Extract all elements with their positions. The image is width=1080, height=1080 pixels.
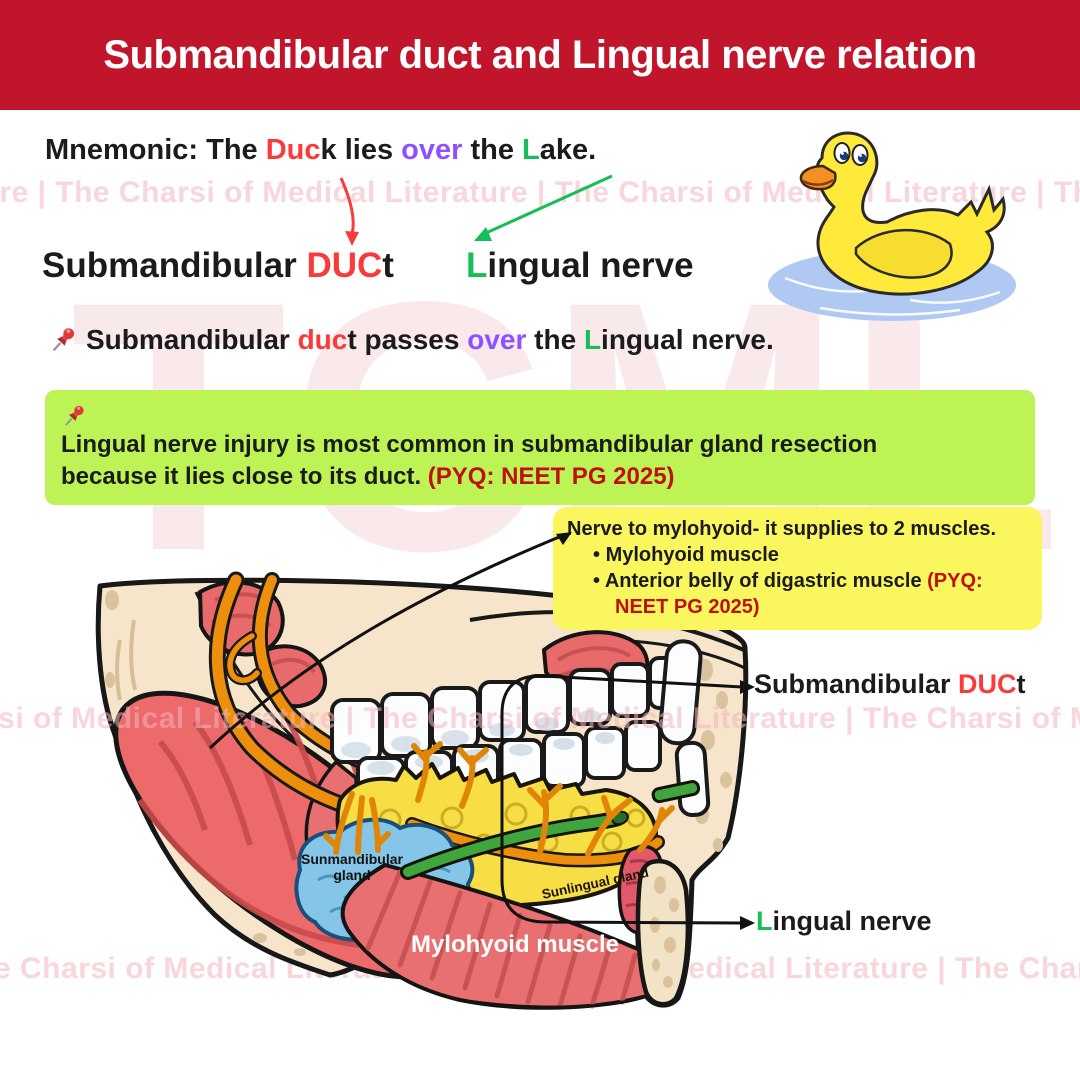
- page-title: Submandibular duct and Lingual nerve rel…: [103, 32, 977, 77]
- mnemonic-text: Mnemonic: The: [45, 134, 266, 166]
- mnemonic-duc: Duc: [265, 134, 321, 166]
- mandible-bone-section: [635, 858, 691, 1007]
- green-box-line2: because it lies close to its duct. (PYQ:…: [61, 463, 675, 491]
- mylohyoid-muscle-label: Mylohyoid muscle: [411, 931, 619, 958]
- mnemonic-l: L: [522, 134, 540, 166]
- pyq-tag: NEET PG 2025): [615, 596, 760, 618]
- pyq-tag: (PYQ: NEET PG 2025): [427, 463, 675, 491]
- yellow-box-bullet-2: Anterior belly of digastric muscle (PYQ:: [593, 568, 1028, 594]
- figure-submandibular-duct-label: Submandibular DUCt: [754, 669, 1026, 699]
- yellow-box-title: Nerve to mylohyoid- it supplies to 2 mus…: [567, 518, 996, 540]
- duck-illustration: [768, 131, 1016, 321]
- mnemonic-line: Mnemonic: The Duck lies over the Lake.: [45, 134, 597, 166]
- pushpin-icon: [65, 405, 84, 426]
- submandibular-duct-label: Submandibular DUCt: [42, 246, 394, 285]
- pushpin-icon: [52, 328, 75, 352]
- yellow-box-bullet-1: Mylohyoid muscle: [593, 542, 1028, 568]
- lingual-nerve-label: Lingual nerve: [466, 246, 694, 285]
- green-callout-box: Lingual nerve injury is most common in s…: [45, 390, 1035, 506]
- jaw-figure: Sunmandibular gland Sunlingual gland Myl…: [95, 571, 749, 1010]
- submandibular-gland-label: Sunmandibular: [301, 851, 403, 867]
- skin-wrinkles: [115, 619, 137, 701]
- header-banner: Submandibular duct and Lingual nerve rel…: [0, 0, 1080, 110]
- yellow-callout-box: Nerve to mylohyoid- it supplies to 2 mus…: [553, 507, 1042, 630]
- submandibular-gland-label: gland: [333, 867, 370, 883]
- duck-wing: [854, 228, 953, 279]
- green-box-line1: Lingual nerve injury is most common in s…: [61, 403, 1019, 461]
- figure-lingual-nerve-label: Lingual nerve: [756, 906, 932, 936]
- mnemonic-over: over: [401, 134, 463, 166]
- watermark-row-2: rsi of Medical Literature | The Charsi o…: [0, 702, 1080, 735]
- statement-line: Submandibular duct passes over the Lingu…: [48, 324, 774, 356]
